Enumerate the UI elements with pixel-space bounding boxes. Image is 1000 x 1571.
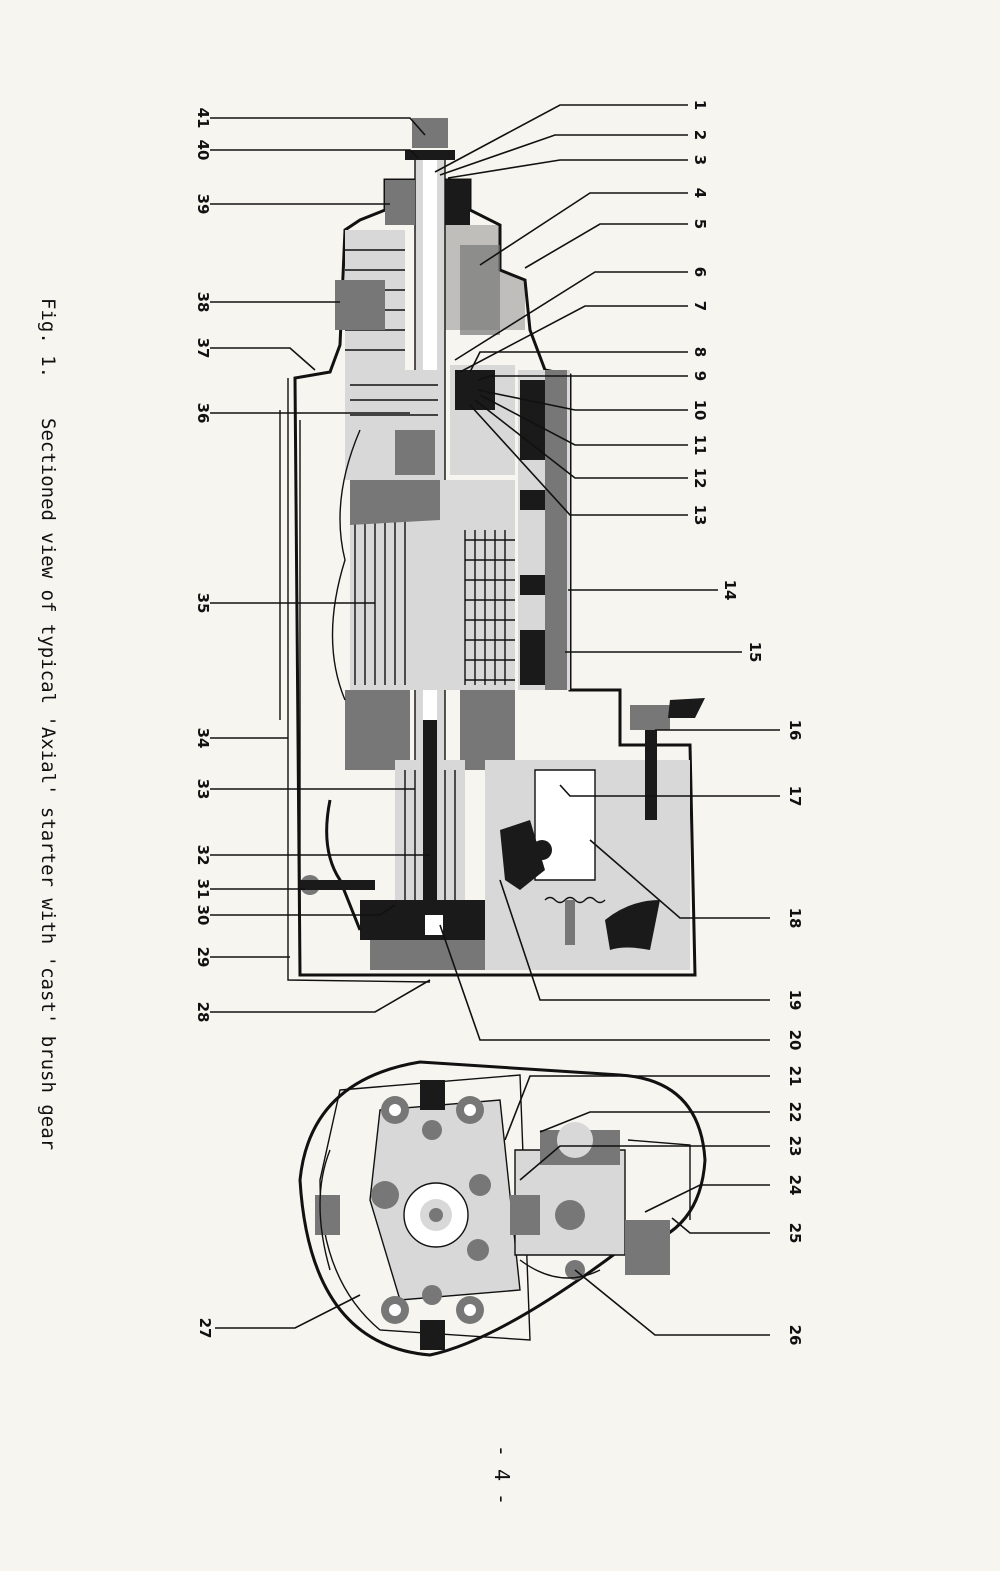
callout-33: 33 [194, 779, 212, 800]
callout-38: 38 [194, 292, 212, 313]
callout-15: 15 [746, 642, 764, 663]
callout-22: 22 [786, 1102, 804, 1123]
page-number: - 4 - [490, 1445, 514, 1505]
caption-figure-label: Fig. 1. [37, 298, 59, 378]
callouts-right: 1 2 3 4 5 6 7 8 9 10 11 12 13 14 15 16 1… [196, 100, 804, 1346]
callout-24: 24 [786, 1175, 804, 1196]
callout-18: 18 [786, 908, 804, 929]
callout-39: 39 [194, 194, 212, 215]
callout-1: 1 [691, 100, 709, 110]
callout-11: 11 [691, 435, 709, 456]
sectioned-starter-drawing [279, 118, 705, 983]
figure-caption: Fig. 1. Sectioned view of typical 'Axial… [37, 298, 59, 1150]
callout-10: 10 [691, 400, 709, 421]
callout-12: 12 [691, 468, 709, 489]
callout-14: 14 [721, 580, 739, 601]
callout-16: 16 [786, 720, 804, 741]
callout-5: 5 [691, 219, 709, 229]
callout-25: 25 [786, 1223, 804, 1244]
callout-31: 31 [194, 879, 212, 900]
callout-36: 36 [194, 403, 212, 424]
callout-9: 9 [691, 371, 709, 381]
caption-text: Sectioned view of typical 'Axial' starte… [37, 418, 59, 1150]
leader-lines [210, 104, 780, 1336]
callout-29: 29 [194, 947, 212, 968]
callouts-left: 41 40 39 38 37 36 35 34 33 32 31 30 29 2… [194, 108, 212, 1023]
callout-7: 7 [691, 301, 709, 311]
callout-34: 34 [194, 728, 212, 749]
callout-3: 3 [691, 155, 709, 165]
callout-20: 20 [786, 1030, 804, 1051]
callout-2: 2 [691, 130, 709, 140]
callout-37: 37 [194, 338, 212, 359]
callout-28: 28 [194, 1002, 212, 1023]
callout-35: 35 [194, 593, 212, 614]
callout-27: 27 [196, 1318, 214, 1339]
callout-26: 26 [786, 1325, 804, 1346]
callout-4: 4 [691, 188, 709, 198]
callout-21: 21 [786, 1066, 804, 1087]
callout-6: 6 [691, 267, 709, 277]
callout-30: 30 [194, 905, 212, 926]
callout-40: 40 [194, 140, 212, 161]
callout-41: 41 [194, 108, 212, 129]
callout-17: 17 [786, 786, 804, 807]
callout-19: 19 [786, 990, 804, 1011]
brush-gear-end-view [298, 1060, 707, 1357]
callout-13: 13 [691, 505, 709, 526]
callout-32: 32 [194, 845, 212, 866]
callout-23: 23 [786, 1136, 804, 1157]
callout-8: 8 [691, 347, 709, 357]
